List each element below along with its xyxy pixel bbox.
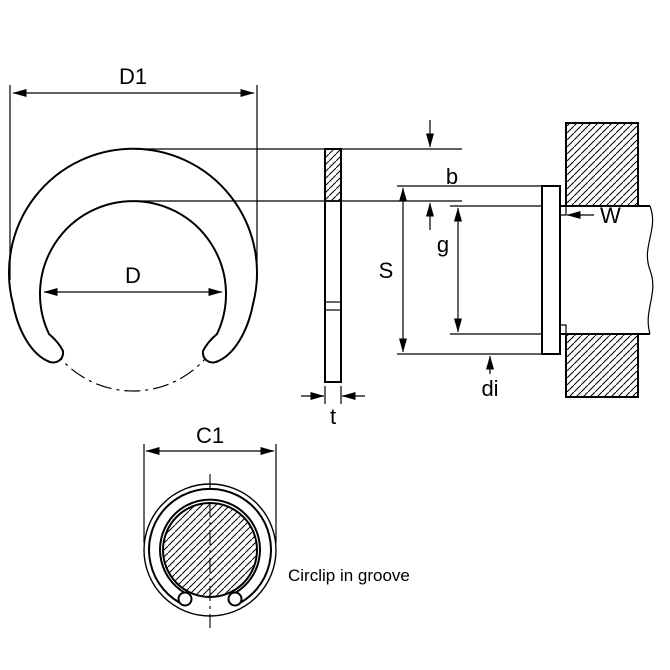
clip-hook-right xyxy=(227,591,243,607)
t-label: t xyxy=(330,404,336,429)
section-view: S g di W xyxy=(379,122,654,401)
g-label: g xyxy=(437,232,449,257)
d1-label: D1 xyxy=(119,64,147,89)
d-label: D xyxy=(125,263,141,288)
s-label: S xyxy=(379,258,394,283)
front-view: D1 b D xyxy=(8,64,462,392)
c1-label: C1 xyxy=(196,423,224,448)
shaft-section-hatch xyxy=(162,502,258,598)
housing-bottom-hatch xyxy=(565,333,639,398)
installed-view: C1 Circlip in groove xyxy=(143,423,410,628)
circlip-section xyxy=(541,185,561,355)
w-label: W xyxy=(600,203,621,228)
clearance-circle xyxy=(143,483,277,617)
di-label: di xyxy=(481,376,498,401)
groove-bottom-corner xyxy=(560,324,567,334)
groove-top-corner xyxy=(560,206,567,216)
crescent-ring-outline xyxy=(8,147,258,364)
b-label: b xyxy=(446,164,458,189)
caption: Circlip in groove xyxy=(288,566,410,585)
side-view: t xyxy=(301,148,365,429)
shaft-break-line xyxy=(646,205,654,335)
housing-top-hatch xyxy=(565,122,639,207)
clip-hook-left xyxy=(177,591,193,607)
ring-edge-section-hatch xyxy=(324,148,342,202)
